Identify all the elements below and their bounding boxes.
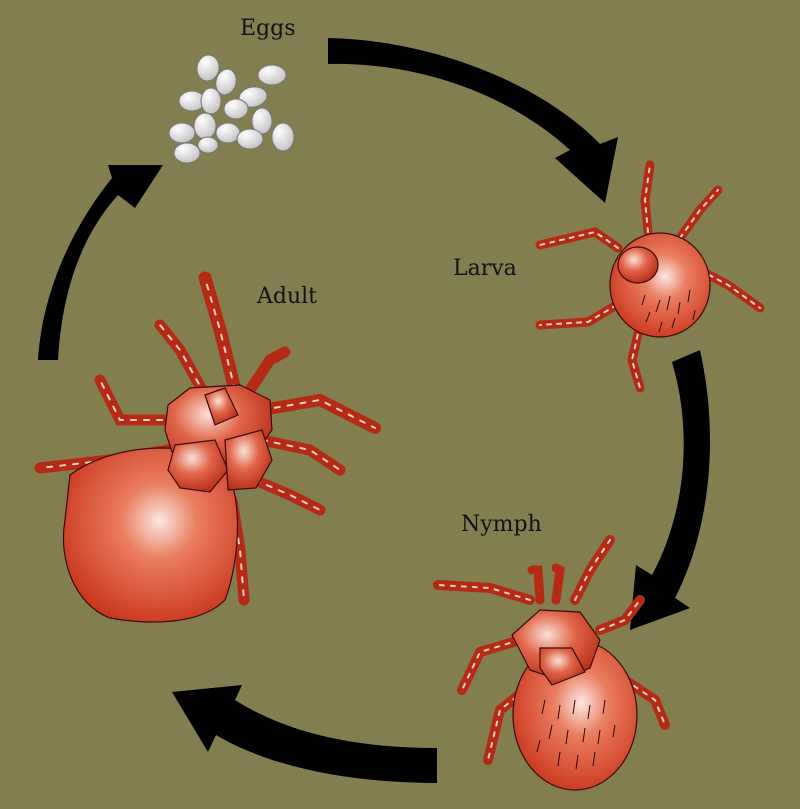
arrow-nymph-to-adult (172, 685, 437, 783)
adult-illustration (34, 271, 381, 623)
arrow-adult-to-eggs (38, 165, 163, 360)
stage-label-eggs: Eggs (240, 16, 296, 41)
stage-label-adult: Adult (257, 284, 318, 309)
nymph-illustration (433, 535, 670, 791)
larva-illustration (535, 160, 765, 393)
cycle-arrows (38, 38, 710, 783)
eggs-cluster (168, 54, 295, 164)
stage-label-nymph: Nymph (461, 512, 542, 537)
stage-label-larva: Larva (453, 256, 517, 281)
arrow-larva-to-nymph (630, 350, 710, 630)
arrow-eggs-to-larva (328, 38, 618, 203)
